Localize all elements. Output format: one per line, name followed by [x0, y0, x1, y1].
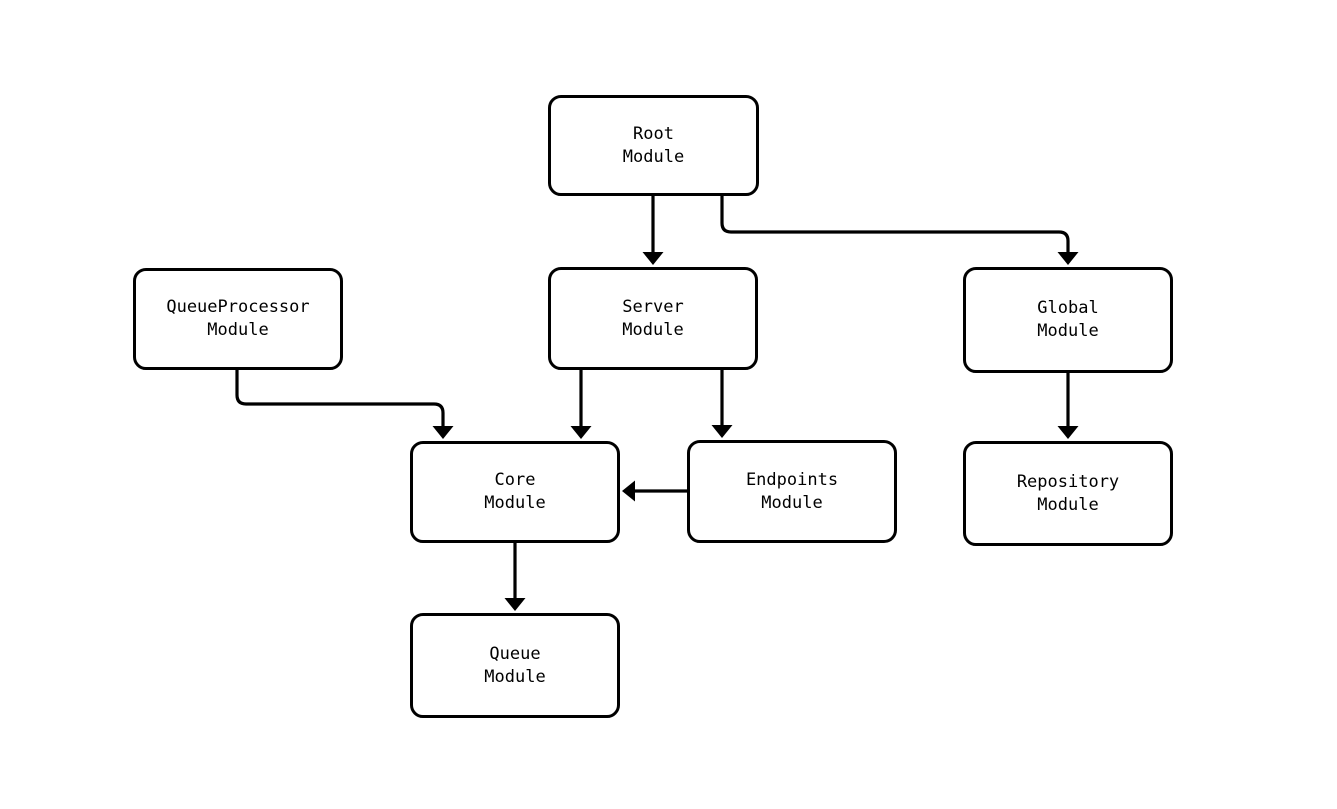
node-queue-module[interactable]: Queue Module [410, 613, 620, 718]
edge-queueprocessor-to-core [235, 370, 454, 439]
arrowhead-server-to-core [570, 426, 592, 439]
node-server-module[interactable]: Server Module [548, 267, 758, 370]
node-root-module[interactable]: Root Module [548, 95, 759, 196]
arrowhead-global-to-repository [1057, 426, 1079, 439]
node-server-module-line2: Module [622, 319, 684, 340]
node-queueprocessor-module[interactable]: QueueProcessor Module [133, 268, 343, 370]
node-queueprocessor-module-line2: Module [207, 320, 269, 340]
edge-core-to-queue [504, 543, 526, 611]
node-endpoints-module-line1: Endpoints [745, 469, 839, 490]
edge-server-to-endpoints [711, 370, 733, 438]
arrowhead-server-to-endpoints [711, 425, 733, 438]
node-endpoints-module[interactable]: Endpoints Module [687, 440, 897, 543]
node-root-module-line1: Root [633, 123, 674, 144]
node-endpoints-module-line2: Module [761, 492, 823, 513]
node-repository-module-line2: Module [1037, 494, 1099, 515]
node-global-module[interactable]: Global Module [963, 267, 1173, 373]
arrowhead-endpoints-to-core [622, 480, 635, 502]
node-core-module-line2: Module [484, 493, 546, 513]
edge-root-to-global [720, 196, 1079, 265]
edge-server-to-core [570, 370, 592, 439]
node-queueprocessor-module-line1: QueueProcessor [166, 297, 310, 317]
node-root-module-line2: Module [622, 146, 685, 167]
edge-endpoints-to-core [622, 480, 687, 502]
node-queue-module-line1: Queue [489, 643, 541, 664]
arrowhead-queueprocessor-to-core [432, 426, 454, 439]
node-core-module[interactable]: Core Module [410, 441, 620, 543]
edge-global-to-repository [1057, 373, 1079, 439]
node-repository-module-line1: Repository [1016, 471, 1120, 492]
node-repository-module[interactable]: Repository Module [963, 441, 1173, 546]
arrowhead-core-to-queue [504, 598, 526, 611]
node-server-module-line1: Server [622, 296, 684, 317]
arrowhead-root-to-global [1057, 252, 1079, 265]
node-global-module-line1: Global [1037, 298, 1099, 318]
node-queue-module-line2: Module [484, 666, 546, 687]
node-global-module-line2: Module [1037, 321, 1099, 341]
arrowhead-root-to-server [642, 252, 664, 265]
node-core-module-line1: Core [494, 470, 536, 490]
edge-root-to-server [642, 196, 664, 265]
